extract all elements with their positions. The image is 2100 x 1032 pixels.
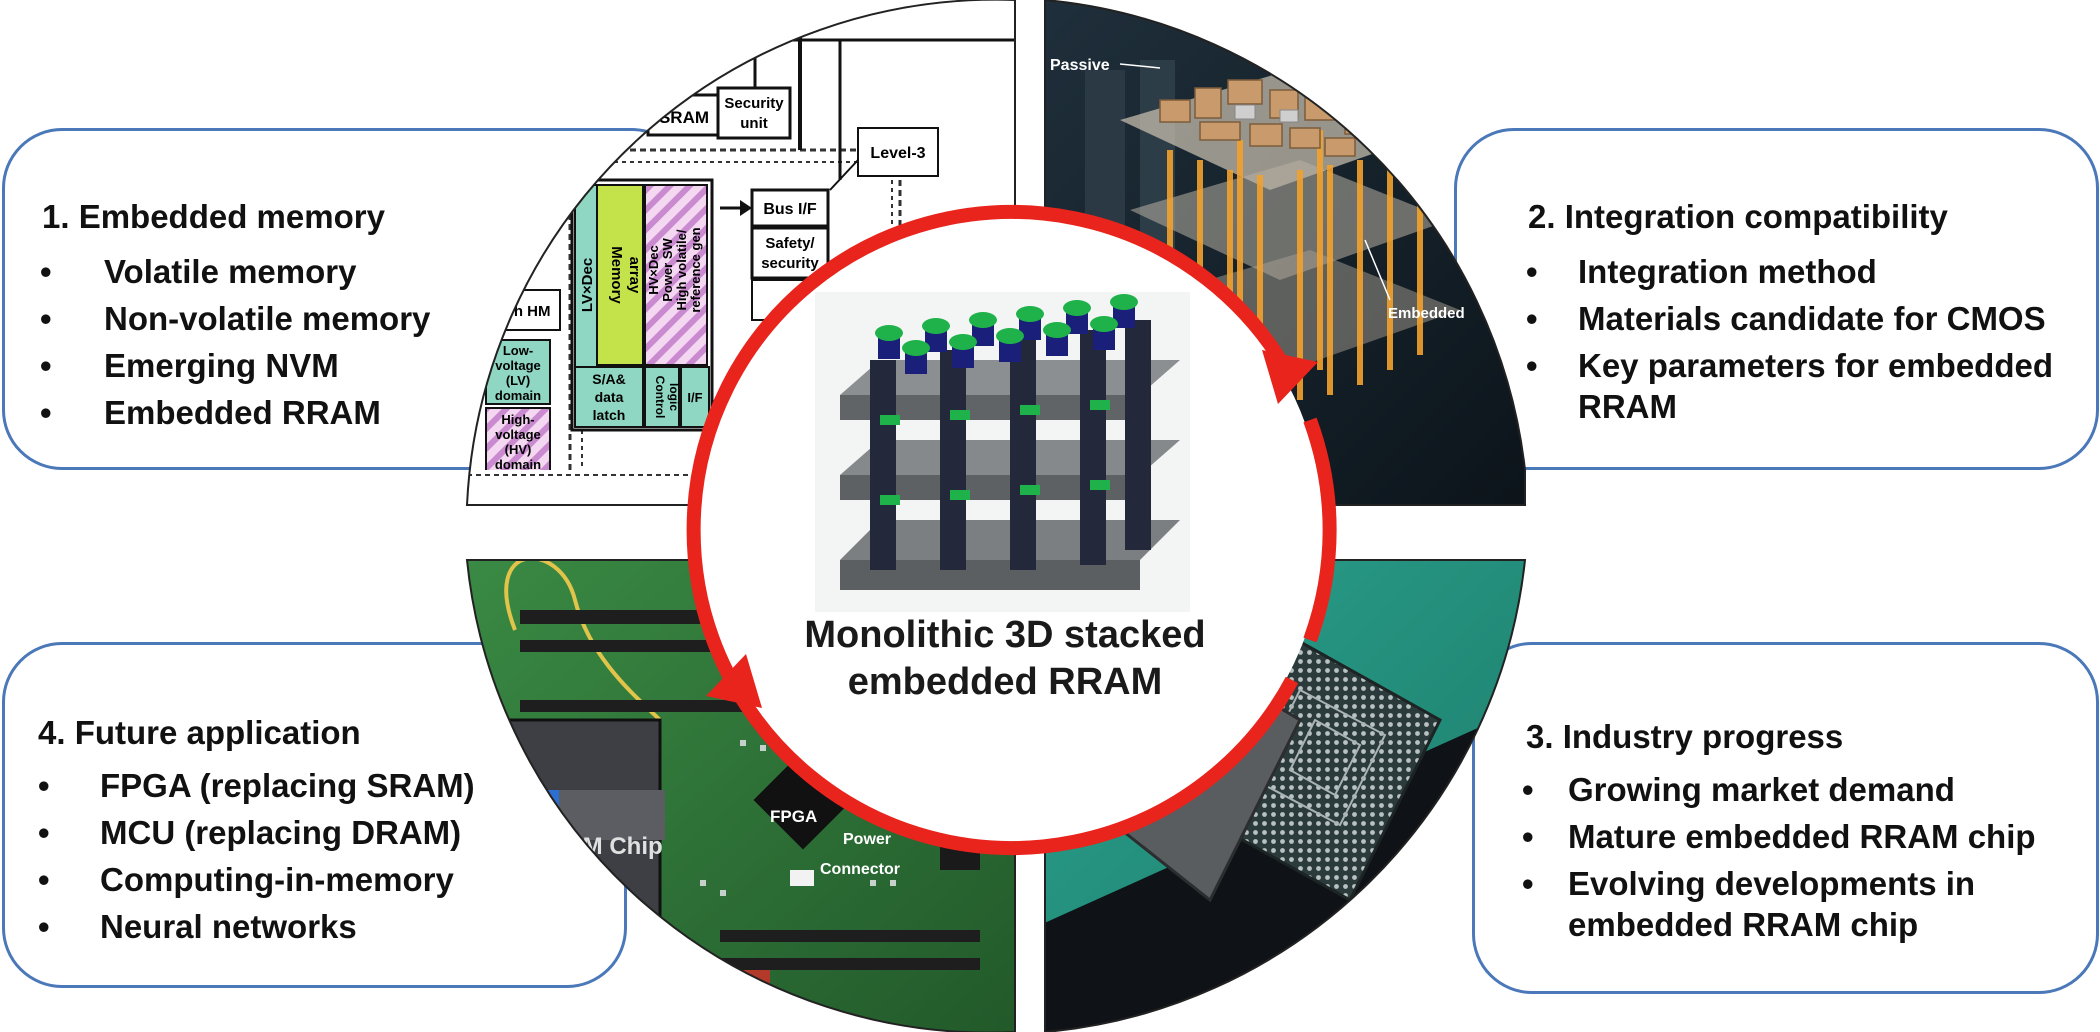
crossbar-3d-illustration	[815, 292, 1190, 612]
bullet-icon: •	[1522, 771, 1534, 808]
arrow-head-bottom-left	[706, 654, 762, 708]
label-hvdec-2: Power SW	[660, 237, 675, 301]
label-lv-1: Low-	[503, 343, 533, 358]
list-item: •Non-volatile memory	[40, 295, 480, 342]
label-sa-3: latch	[593, 407, 626, 423]
list-item: •Integration method	[1526, 248, 2086, 295]
list-future-application: •FPGA (replacing SRAM) •MCU (replacing D…	[38, 762, 498, 950]
label-hvdec-1: HV×Dec	[646, 245, 661, 295]
label-level3: Level-3	[870, 145, 925, 162]
bullet-icon: •	[38, 908, 50, 945]
list-industry-progress: •Growing market demand •Mature embedded …	[1522, 766, 2092, 943]
panel-title-embedded-memory: 1. Embedded memory	[42, 198, 385, 235]
bullet-icon: •	[1526, 347, 1538, 384]
label-sram: SRAM	[659, 108, 709, 127]
list-item: •Computing-in-memory	[38, 856, 498, 903]
bullet-icon: •	[40, 347, 52, 384]
label-ctrl-2: logic	[667, 383, 681, 411]
list-item-continuation: RRAM	[1578, 388, 1677, 425]
list-item: •Key parameters for embedded	[1526, 342, 2086, 389]
label-lvdec: LV×Dec	[579, 258, 596, 312]
bullet-icon: •	[38, 767, 50, 804]
list-item: •FPGA (replacing SRAM)	[38, 762, 498, 809]
list-item: •Emerging NVM	[40, 342, 480, 389]
panel-industry-progress	[1472, 642, 2099, 994]
label-lv-4: domain	[495, 388, 541, 403]
label-shm: sh HM	[506, 303, 551, 320]
list-item: •Growing market demand	[1522, 766, 2092, 813]
label-sa-2: data	[595, 389, 624, 405]
label-hv-1: High-	[501, 412, 534, 427]
quadrant-tr-outline	[1044, 0, 1526, 506]
list-integration-compatibility: •Integration method •Materials candidate…	[1526, 248, 2086, 425]
bullet-icon: •	[1522, 818, 1534, 855]
label-ram-chip: RAM Chip	[548, 833, 663, 860]
label-lv-3: (LV)	[506, 373, 530, 388]
center-caption: Monolithic 3D stacked embedded RRAM	[780, 612, 1230, 706]
label-power: Power	[843, 831, 891, 848]
label-memory-2: array	[626, 257, 643, 294]
bullet-icon: •	[40, 394, 52, 431]
label-hv-4: domain	[495, 457, 541, 472]
label-fpga: FPGA	[770, 807, 817, 826]
pillar-caps	[875, 294, 1138, 505]
label-connector: Connector	[820, 861, 900, 878]
label-embedded: Embedded	[1388, 305, 1465, 322]
bullet-icon: •	[1526, 300, 1538, 337]
list-item: •Evolving developments in	[1522, 860, 2092, 907]
list-item: •MCU (replacing DRAM)	[38, 809, 498, 856]
bullet-icon: •	[1522, 865, 1534, 902]
label-ctrl-1: Control	[653, 376, 667, 419]
label-safety-2: security	[761, 255, 819, 272]
bullet-icon: •	[38, 814, 50, 851]
label-bus-if: Bus I/F	[763, 201, 817, 218]
list-item-continuation: embedded RRAM chip	[1568, 906, 1919, 943]
list-embedded-memory: •Volatile memory •Non-volatile memory •E…	[40, 248, 480, 436]
label-hv-3: (HV)	[505, 442, 532, 457]
list-item: •Neural networks	[38, 903, 498, 950]
center-caption-line1: Monolithic 3D stacked	[804, 614, 1206, 656]
label-hvdec-4: reference gen	[688, 227, 703, 312]
quadrant-tl-outline	[465, 0, 1016, 506]
label-hvdec-3: High volatile/	[674, 229, 689, 310]
arrow-head-top-right	[1262, 350, 1318, 404]
bullet-icon: •	[40, 253, 52, 290]
panel-title-future-application: 4. Future application	[38, 714, 361, 751]
bullet-icon: •	[40, 300, 52, 337]
bullet-icon: •	[38, 861, 50, 898]
list-item: •Mature embedded RRAM chip	[1522, 813, 2092, 860]
quadrant-bl-outline	[465, 559, 1016, 1032]
panel-title-industry-progress: 3. Industry progress	[1526, 718, 1844, 755]
label-passive: Passive	[1050, 57, 1110, 74]
panel-integration-compatibility	[1454, 128, 2099, 470]
list-item: •Volatile memory	[40, 248, 480, 295]
label-memory-1: Memory	[608, 246, 625, 304]
list-item: •Materials candidate for CMOS	[1526, 295, 2086, 342]
bullet-icon: •	[1526, 253, 1538, 290]
label-safety-1: Safety/	[765, 235, 815, 252]
cycle-arrow-ring-left	[686, 205, 1299, 855]
label-sa-1: S/A&	[592, 371, 625, 387]
list-item: •Embedded RRAM	[40, 389, 480, 436]
quadrant-br-outline	[1044, 559, 1527, 1032]
panel-title-integration-compatibility: 2. Integration compatibility	[1528, 198, 1948, 235]
cycle-arrow-ring-right	[1303, 417, 1337, 643]
label-security-2: unit	[740, 115, 768, 132]
label-hv-2: voltage	[495, 427, 541, 442]
label-if: I/F	[687, 390, 702, 405]
label-security-1: Security	[724, 95, 784, 112]
center-caption-line2: embedded RRAM	[847, 661, 1163, 703]
label-lv-2: voltage	[495, 358, 541, 373]
